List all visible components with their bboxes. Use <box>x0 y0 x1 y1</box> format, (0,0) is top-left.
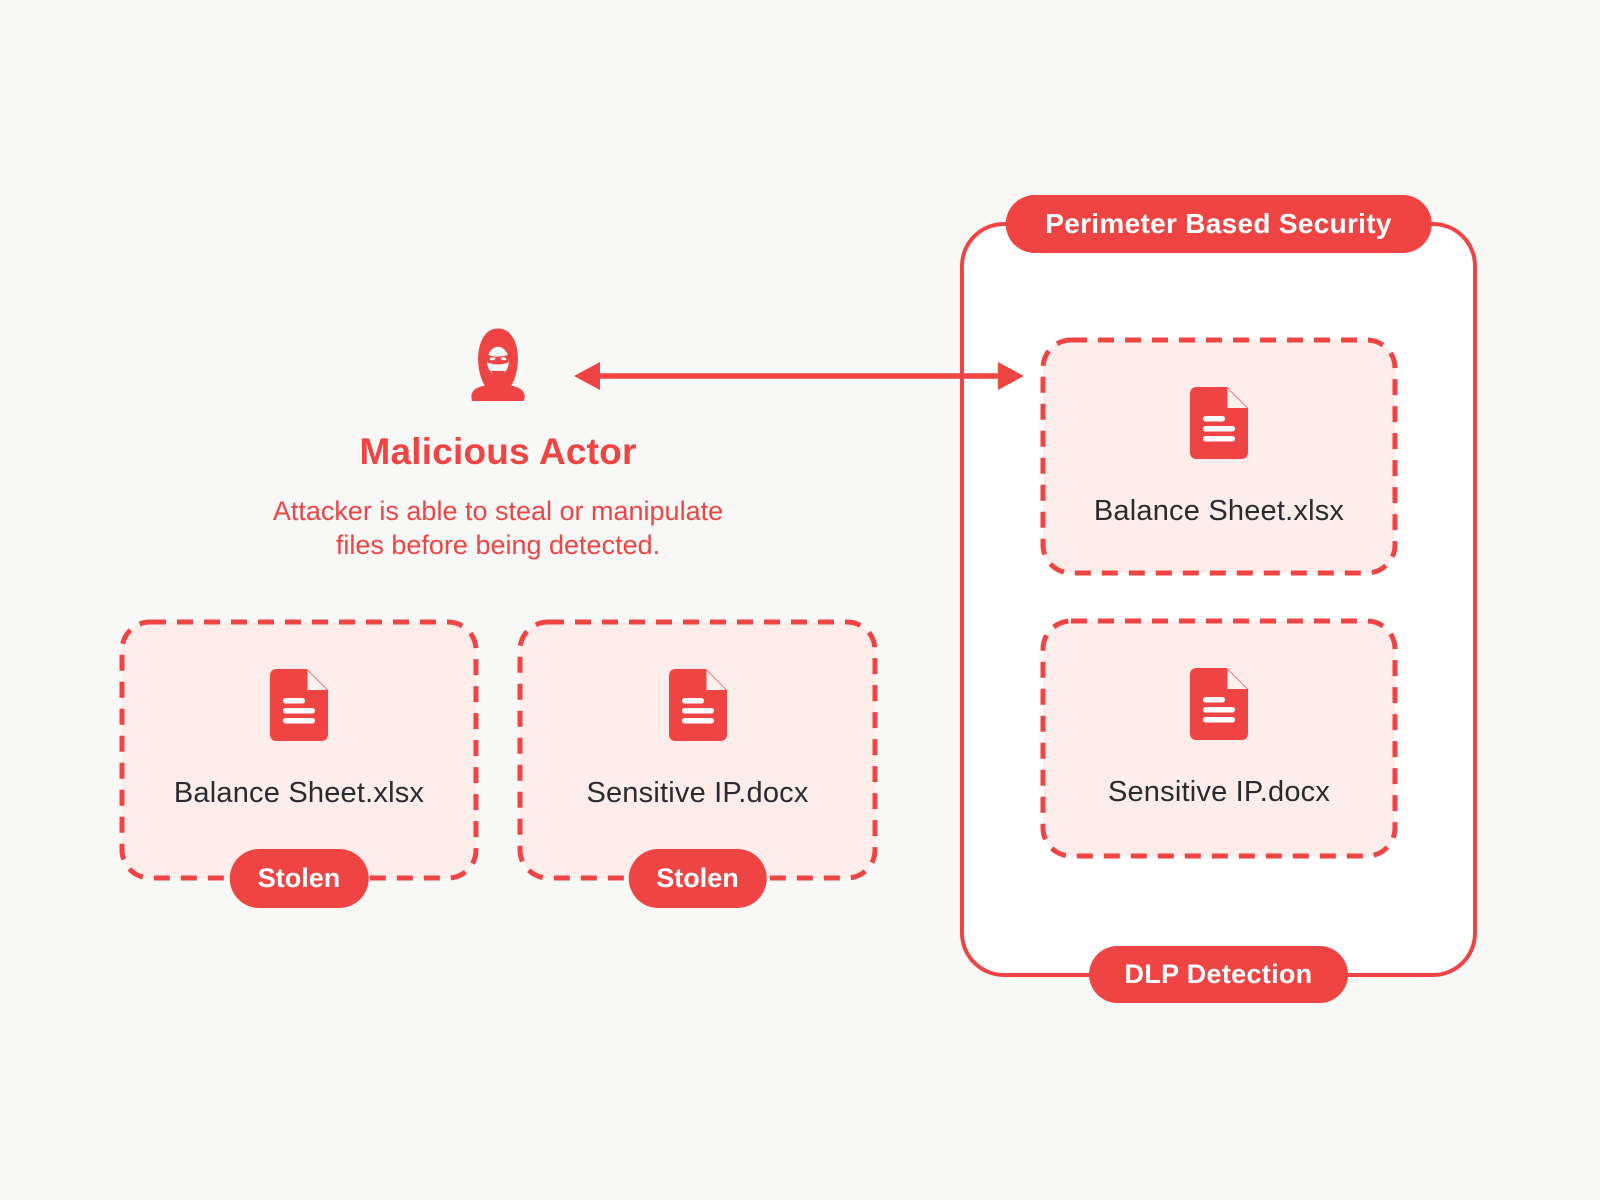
actor-subtitle-line2: files before being detected. <box>335 530 661 560</box>
perimeter-file-card: Balance Sheet.xlsx <box>1040 337 1398 576</box>
actor-subtitle-line1: Attacker is able to steal or manipulate <box>272 496 724 526</box>
actor-title: Malicious Actor <box>359 431 637 472</box>
perimeter-container: Perimeter Based Security Balance Sheet.x… <box>960 195 1477 1003</box>
file-name: Sensitive IP.docx <box>586 777 809 809</box>
document-icon <box>668 669 727 741</box>
actor-subtitle: Attacker is able to steal or manipulate … <box>208 494 788 562</box>
file-name: Balance Sheet.xlsx <box>173 777 425 809</box>
perimeter-file-card: Sensitive IP.docx <box>1040 618 1398 859</box>
stolen-file-card: Sensitive IP.docx Stolen <box>517 619 878 908</box>
actor-text-block: Malicious Actor Attacker is able to stea… <box>208 432 788 562</box>
stolen-file-card: Balance Sheet.xlsx Stolen <box>119 619 479 908</box>
dashed-border <box>517 619 878 881</box>
stolen-badge: Stolen <box>628 849 767 908</box>
dlp-detection-badge: DLP Detection <box>1088 946 1349 1003</box>
hacker-icon <box>471 328 525 401</box>
bidirectional-arrow <box>574 362 1024 390</box>
document-icon <box>1190 668 1248 740</box>
document-icon <box>270 669 328 741</box>
perimeter-title-badge: Perimeter Based Security <box>1005 195 1432 253</box>
dashed-border <box>119 619 479 881</box>
file-name: Balance Sheet.xlsx <box>1093 495 1345 527</box>
stolen-badge: Stolen <box>229 849 369 908</box>
document-icon <box>1190 387 1248 459</box>
file-name: Sensitive IP.docx <box>1107 776 1331 808</box>
